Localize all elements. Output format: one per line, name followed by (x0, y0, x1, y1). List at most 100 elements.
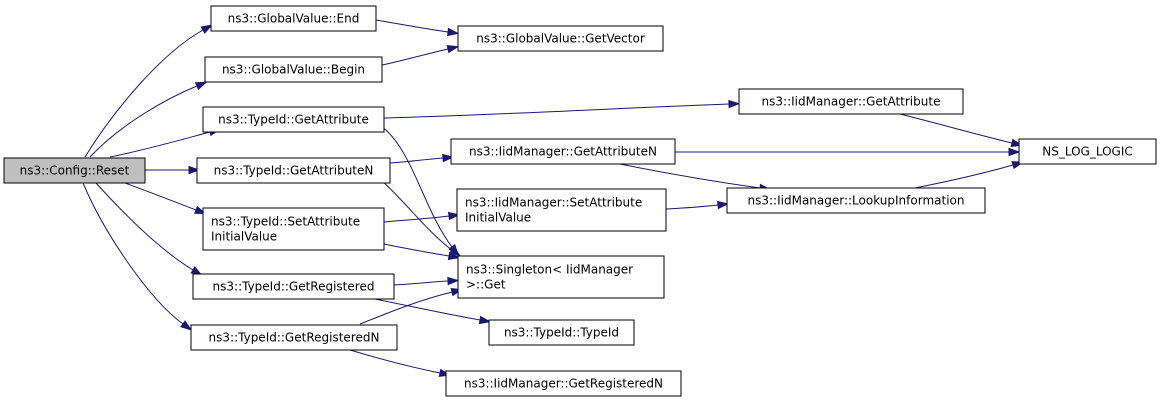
edge-arrowhead (188, 165, 201, 175)
node-box (726, 187, 986, 214)
node-box (457, 255, 665, 299)
edge-gv-begin-to-gv-getvector (381, 45, 460, 66)
edge-arrowhead (194, 81, 208, 91)
node-box (457, 25, 664, 52)
edge-line (124, 182, 197, 211)
edge-line (369, 297, 481, 321)
edge-line (84, 29, 204, 158)
edge-arrowhead (1008, 147, 1021, 157)
edge-config-reset-to-tid-getregisteredn (82, 182, 193, 331)
edge-line (383, 103, 730, 119)
node-box (450, 138, 676, 165)
node-config-reset[interactable]: ns3::Config::Reset (3, 157, 146, 184)
node-label: >::Get (466, 278, 506, 292)
edge-arrowhead (478, 315, 492, 325)
edge-line (383, 215, 450, 223)
node-label: ns3::TypeId::GetRegistered (213, 280, 375, 294)
edge-line (95, 182, 194, 271)
node-box (202, 106, 385, 133)
edge-arrowhead (447, 251, 461, 261)
node-singleton-get[interactable]: ns3::Singleton< IidManager >::Get (457, 255, 665, 299)
edge-tid-getattributen-to-singleton-get (371, 171, 462, 257)
node-ns-log-logic[interactable]: NS_LOG_LOGIC (1018, 138, 1157, 165)
node-label: ns3::Config::Reset (20, 164, 130, 178)
edge-tid-getregistered-to-tid-typeid (369, 297, 492, 325)
node-label: ns3::TypeId::GetAttribute (218, 113, 369, 127)
graph-edges (82, 19, 1025, 378)
node-tid-getregistered[interactable]: ns3::TypeId::GetRegistered (192, 273, 395, 300)
node-box (192, 273, 395, 300)
node-label: ns3::Singleton< IidManager (466, 263, 633, 277)
edge-tid-setattrinit-to-singleton-get (383, 243, 461, 261)
edge-arrowhead (446, 27, 460, 37)
edge-line (389, 157, 444, 164)
edge-line (899, 113, 1013, 144)
edge-tid-setattrinit-to-iid-setattrinit (383, 211, 461, 223)
node-label: ns3::IidManager::GetAttribute (762, 95, 941, 109)
edge-arrowhead (447, 276, 460, 286)
edge-config-reset-to-tid-getattributen (145, 165, 201, 175)
edge-line (914, 164, 1014, 189)
node-label: ns3::GlobalValue::Begin (222, 63, 365, 77)
edge-tid-getattributen-to-iid-getattributen (389, 153, 455, 164)
node-label: InitialValue (211, 230, 277, 244)
edge-config-reset-to-tid-setattrinit (124, 182, 207, 215)
graph-nodes: ns3::Config::Reset ns3::GlobalValue::Endn… (3, 5, 1157, 397)
node-iid-lookupinfo[interactable]: ns3::IidManager::LookupInformation (726, 187, 986, 214)
node-box (202, 207, 385, 251)
edge-iid-setattrinit-to-iid-lookupinfo (665, 200, 730, 210)
edge-arrowhead (446, 45, 460, 54)
edge-config-reset-to-tid-getregistered (95, 182, 203, 276)
edge-tid-getregistered-to-singleton-get (393, 276, 460, 286)
edge-line (665, 204, 719, 210)
edge-arrowhead (449, 246, 462, 257)
edge-tid-getregisteredn-to-iid-getregisteredn (349, 349, 452, 378)
edge-tid-getattribute-to-iid-getattribute (383, 99, 741, 119)
node-box (445, 370, 682, 397)
node-label: ns3::TypeId::TypeId (504, 326, 619, 340)
edge-arrowhead (728, 99, 741, 109)
node-label: ns3::IidManager::GetAttributeN (469, 145, 657, 159)
node-label: ns3::IidManager::GetRegisteredN (464, 377, 663, 391)
node-gv-begin[interactable]: ns3::GlobalValue::Begin (204, 56, 383, 83)
node-label: ns3::TypeId::GetAttributeN (214, 164, 374, 178)
edge-line (89, 85, 198, 158)
node-label: ns3::TypeId::GetRegisteredN (209, 331, 380, 345)
edge-iid-lookupinfo-to-ns-log-logic (914, 161, 1025, 189)
edge-iid-getattributen-to-iid-lookupinfo (619, 163, 772, 193)
node-box (196, 157, 391, 184)
edge-iid-getattributen-to-ns-log-logic (675, 147, 1021, 157)
edge-line (109, 131, 211, 158)
edge-gv-end-to-gv-getvector (375, 19, 460, 37)
node-box (190, 324, 398, 351)
node-box (488, 319, 635, 346)
edge-line (359, 291, 453, 325)
node-label: ns3::TypeId::SetAttribute (211, 215, 360, 229)
node-tid-getattributen[interactable]: ns3::TypeId::GetAttributeN (196, 157, 391, 184)
node-tid-typeid[interactable]: ns3::TypeId::TypeId (488, 319, 635, 346)
node-box (204, 56, 383, 83)
edge-arrowhead (200, 24, 214, 34)
node-label: ns3::GlobalValue::End (228, 12, 360, 26)
node-iid-getattribute[interactable]: ns3::IidManager::GetAttribute (738, 88, 964, 115)
edge-line (349, 349, 441, 374)
node-iid-setattrinit[interactable]: ns3::IidManager::SetAttributeInitialValu… (456, 188, 667, 232)
node-label: ns3::IidManager::SetAttribute (465, 196, 642, 210)
edge-line (381, 48, 449, 66)
edge-arrowhead (442, 153, 455, 163)
node-gv-end[interactable]: ns3::GlobalValue::End (210, 5, 377, 32)
node-iid-getregisteredn[interactable]: ns3::IidManager::GetRegisteredN (445, 370, 682, 397)
node-tid-getregisteredn[interactable]: ns3::TypeId::GetRegisteredN (190, 324, 398, 351)
node-iid-getattributen[interactable]: ns3::IidManager::GetAttributeN (450, 138, 676, 165)
edge-line (619, 163, 761, 189)
edge-arrowhead (447, 211, 461, 221)
node-box (210, 5, 377, 32)
node-gv-getvector[interactable]: ns3::GlobalValue::GetVector (457, 25, 664, 52)
node-box (738, 88, 964, 115)
edge-config-reset-to-gv-end (84, 24, 214, 158)
node-label: NS_LOG_LOGIC (1042, 145, 1133, 159)
node-box (456, 188, 667, 232)
node-tid-getattribute[interactable]: ns3::TypeId::GetAttribute (202, 106, 385, 133)
